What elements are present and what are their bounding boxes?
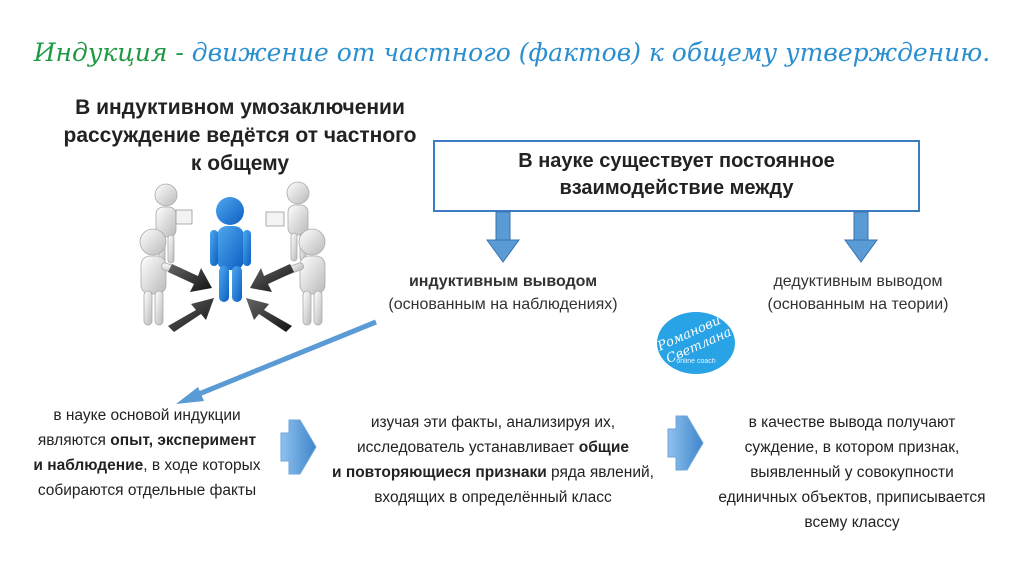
step-3-line-3: выявленный у совокупности [750,464,954,481]
step-3-line-4: единичных объектов, приписывается [718,489,986,506]
step-2-line-2b: общие [578,439,630,456]
step-1-line-2: являются опыт, эксперимент [12,428,282,453]
step-3-line-1: в качестве вывода получают [748,414,956,431]
lead-text: В индуктивном умозаключении рассуждение … [40,94,440,178]
box-line-1: В науке существует постоянное [518,150,835,172]
step-1-line-4: собираются отдельные факты [37,482,257,499]
interaction-box: В науке существует постоянное взаимодейс… [433,140,920,212]
title-definition: движение от частного (фактов) к общему у… [191,38,991,67]
dark-arrow-left-bottom [168,298,214,332]
step-2-line-2: исследователь устанавливает общие [318,435,668,460]
step-1-line-3a: и наблюдение [33,457,144,474]
dark-arrow-left-top [168,264,212,292]
gray-figure-front-right [281,228,326,326]
step-1-line-3b: , в ходе которых [143,457,261,474]
step-2-line-3a: и повторяющиеся признаки [332,464,547,481]
inductive-sub: (основанным на наблюдениях) [388,296,618,313]
inductive-label: индуктивным выводом (основанным на наблю… [370,270,636,316]
lead-line-2: рассуждение ведётся от частного [63,124,417,147]
step-3-text: в качестве вывода получают суждение, в к… [704,410,1000,535]
deductive-label: дедуктивным выводом (основанным на теори… [743,270,973,316]
step-2-line-3: и повторяющиеся признаки ряда явлений, [318,460,668,485]
step-2-line-3b: ряда явлений, [546,464,654,481]
step-3-line-5: всему классу [804,514,900,531]
step-2-text: изучая эти факты, анализируя их, исследо… [318,410,668,510]
step-2-line-4: входящих в определённый класс [374,489,612,506]
step-1-text: в науке основой индукции являются опыт, … [12,403,282,503]
page-title: Индукция - движение от частного (фактов)… [0,38,1024,67]
deductive-sub: (основанным на теории) [767,296,949,313]
lead-line-1: В индуктивном умозаключении [75,96,405,119]
deductive-main: дедуктивным выводом [773,273,943,290]
title-term: Индукция - [33,38,192,67]
gray-figure-back-right [265,181,310,262]
step-3-line-2: суждение, в котором признак, [744,439,960,456]
dark-arrow-right-top [250,264,294,292]
step-1-line-2b: опыт, эксперимент [110,432,257,449]
author-logo: Романович Светлана online coach [655,310,735,374]
gray-figure-front-left [139,228,184,326]
blue-figure-center [210,197,251,302]
dark-arrow-right-bottom [246,298,292,332]
inductive-main: индуктивным выводом [408,273,598,290]
box-line-2: взаимодействие между [559,177,794,199]
step-2-line-1: изучая эти факты, анализируя их, [370,414,616,431]
lead-line-3: к общему [190,152,290,175]
step-1-line-1: в науке основой индукции [53,407,241,424]
logo-tagline: online coach [676,358,716,365]
diagonal-arrow [176,319,377,404]
step-1-line-2a: являются [37,432,111,449]
down-arrow-inductive [486,211,520,263]
step-2-line-2a: исследователь устанавливает [356,439,579,456]
chevron-arrow-1 [280,419,317,475]
people-illustration [139,181,326,332]
chevron-arrow-2 [667,415,704,471]
step-1-line-3: и наблюдение, в ходе которых [12,453,282,478]
down-arrow-deductive [844,211,878,263]
